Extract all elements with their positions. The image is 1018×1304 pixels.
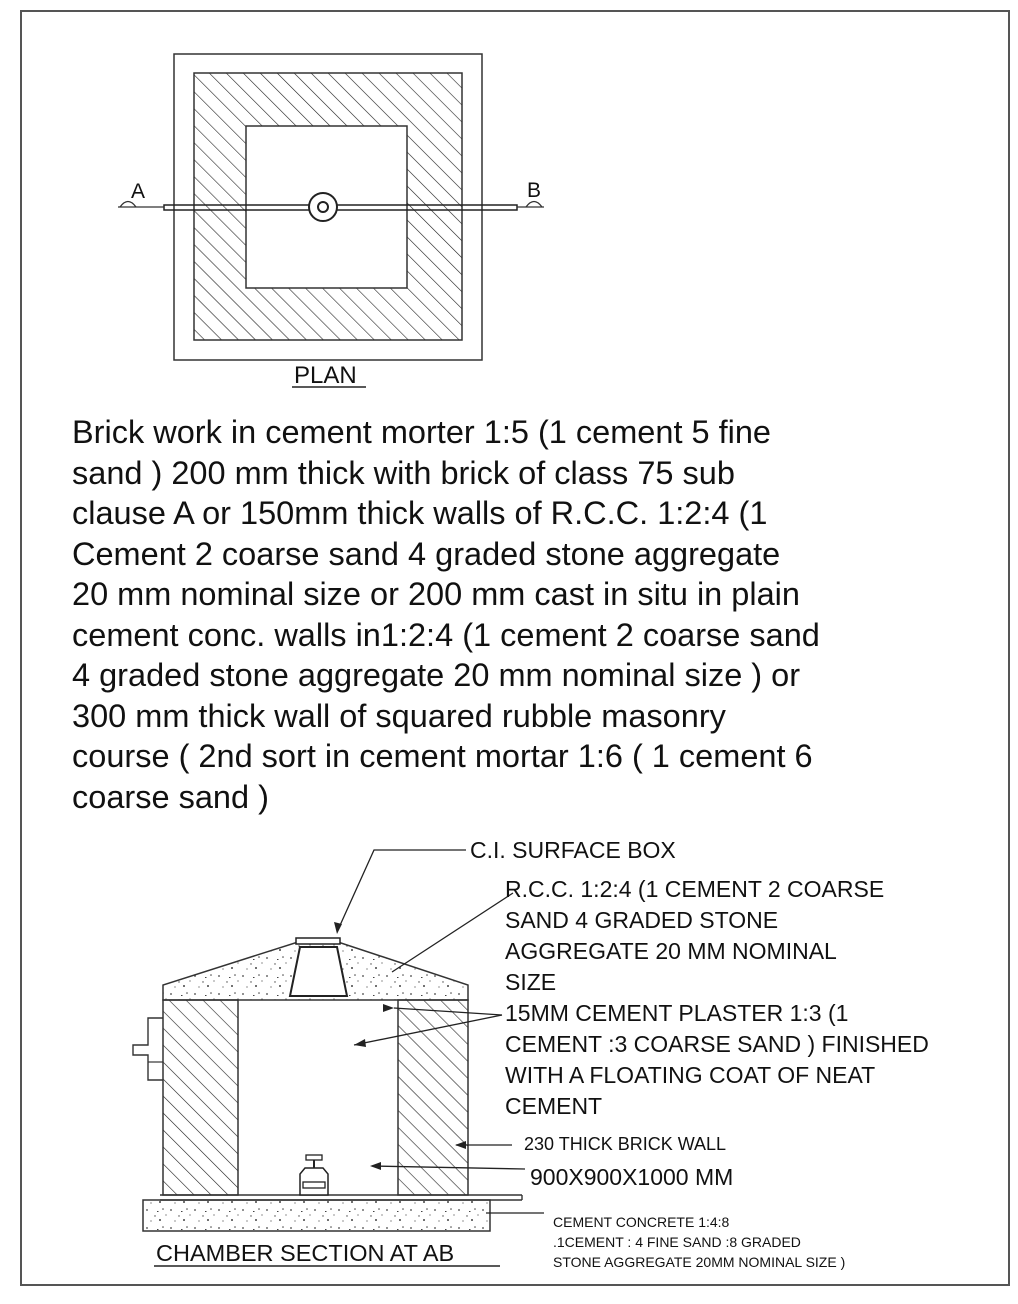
base-concrete xyxy=(142,1199,491,1232)
sluice-valve xyxy=(299,1154,329,1196)
label-base-concrete: CEMENT CONCRETE 1:4:8 .1CEMENT : 4 FINE … xyxy=(553,1214,846,1270)
plan-valve-outer xyxy=(308,192,338,222)
plan-outer-outline xyxy=(173,53,483,361)
plan-valve-inner xyxy=(317,201,329,213)
left-brick-wall xyxy=(162,999,239,1196)
plan-wall-hatch xyxy=(193,72,463,341)
surface-box-cover xyxy=(295,937,341,945)
leader-lines xyxy=(336,849,544,1214)
label-surface-box: C.I. SURFACE BOX xyxy=(470,837,676,863)
spec-line: course ( 2nd sort in cement mortar 1:6 (… xyxy=(72,738,813,774)
label-brick-wall: 230 THICK BRICK WALL xyxy=(524,1134,727,1154)
plan-title: PLAN xyxy=(294,362,357,389)
label-plaster: 15MM CEMENT PLASTER 1:3 (1 CEMENT :3 COA… xyxy=(505,1000,929,1119)
section-title: CHAMBER SECTION AT AB xyxy=(156,1240,454,1266)
spec-line: 4 graded stone aggregate 20 mm nominal s… xyxy=(72,657,801,693)
spec-line: cement conc. walls in1:2:4 (1 cement 2 c… xyxy=(72,616,820,653)
plan-marker-b xyxy=(525,200,543,208)
drawing-frame xyxy=(20,10,1010,1286)
surface-box-frame xyxy=(288,946,349,997)
spec-line: 300 mm thick wall of squared rubble maso… xyxy=(72,697,726,734)
plan-marker-a xyxy=(119,200,137,208)
spec-line: clause A or 150mm thick walls of R.C.C. … xyxy=(72,495,768,531)
label-rcc-cover: R.C.C. 1:2:4 (1 CEMENT 2 COARSE SAND 4 G… xyxy=(505,876,885,995)
spec-line: Brick work in cement morter 1:5 (1 cemen… xyxy=(72,414,772,450)
spec-line: sand ) 200 mm thick with brick of class … xyxy=(72,454,735,491)
chamber-section: CHAMBER SECTION AT AB xyxy=(132,849,544,1267)
spec-line: Cement 2 coarse sand 4 graded stone aggr… xyxy=(72,535,781,572)
plan-view: A B PLAN xyxy=(118,53,544,389)
specification-text: Brick work in cement morter 1:5 (1 cemen… xyxy=(72,412,952,817)
leader-arrows xyxy=(334,922,466,1170)
spec-line: coarse sand ) xyxy=(72,778,269,815)
label-chamber-size: 900X900X1000 MM xyxy=(530,1164,734,1190)
side-pipe-stub xyxy=(132,1017,163,1081)
plan-label-b: B xyxy=(527,179,541,202)
plan-label-a: A xyxy=(131,180,145,203)
spec-line: 20 mm nominal size or 200 mm cast in sit… xyxy=(72,576,800,612)
